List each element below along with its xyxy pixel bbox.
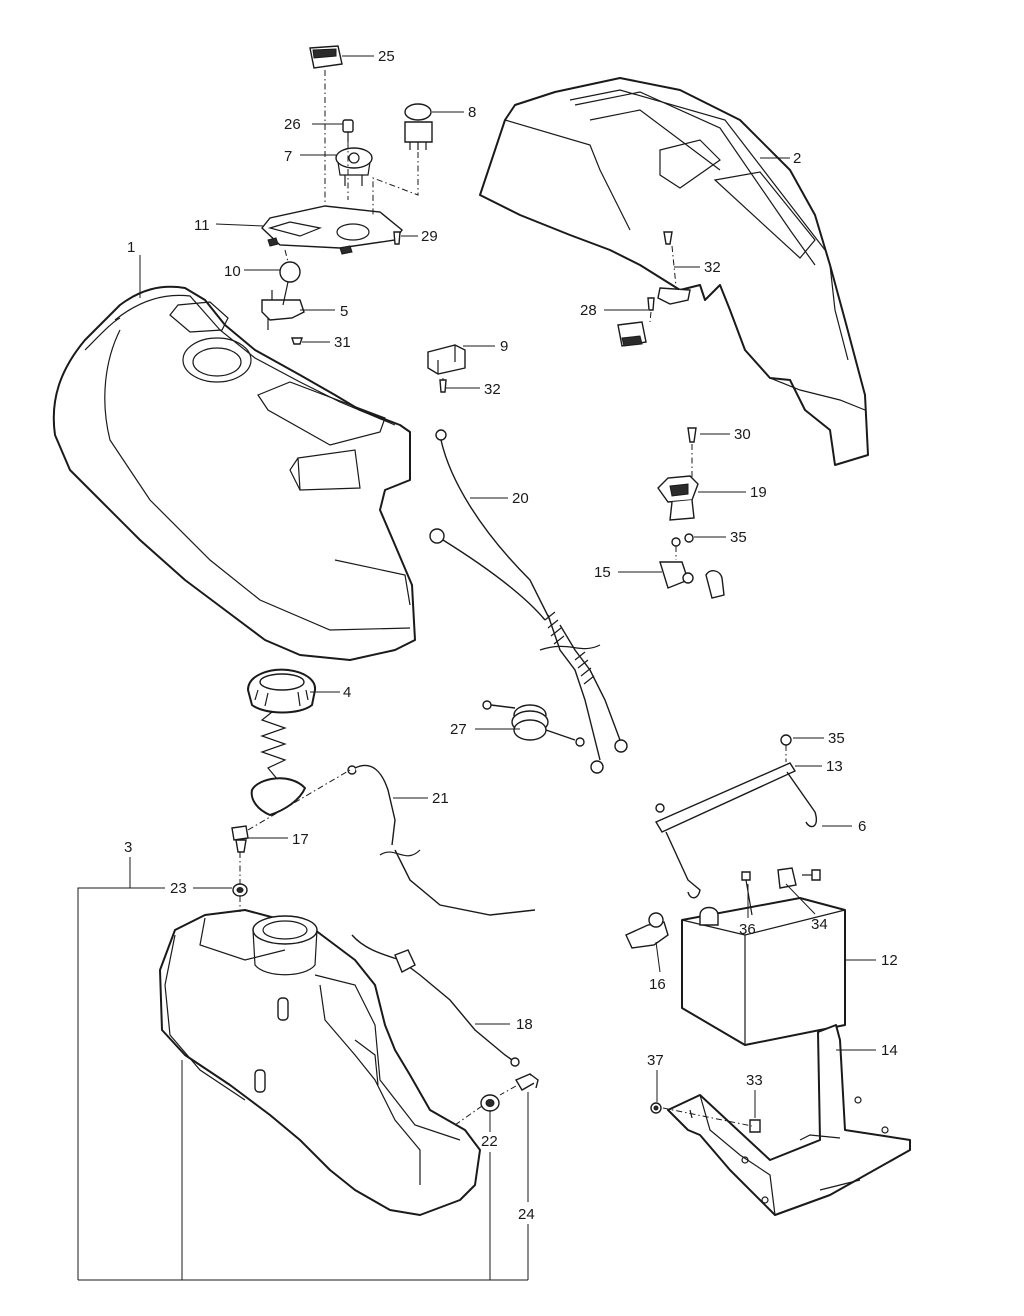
callout-1: 1 (127, 239, 135, 256)
callout-4: 4 (343, 684, 351, 701)
part-13-hold-down-bar (654, 762, 797, 833)
callout-9: 9 (500, 338, 508, 355)
callout-30: 30 (734, 426, 751, 443)
callout-labels: 1 2 3 4 5 6 7 8 9 10 11 12 13 14 15 16 1… (124, 48, 898, 1223)
callout-31: 31 (334, 334, 351, 351)
callout-37: 37 (647, 1052, 664, 1069)
callout-17: 17 (292, 831, 309, 848)
callout-25: 25 (378, 48, 395, 65)
part-24-elbow-fitting (514, 1073, 539, 1091)
part-16-terminal-cover (625, 912, 669, 949)
callout-5: 5 (340, 303, 348, 320)
part-1-left-console-fender (52, 285, 416, 661)
callout-36: 36 (739, 921, 756, 938)
part-36-bolt (741, 871, 753, 916)
callout-29: 29 (421, 228, 438, 245)
part-35-nut-upper (684, 533, 694, 543)
callout-21: 21 (432, 790, 449, 807)
callout-7: 7 (284, 148, 292, 165)
part-21-fuel-hose (347, 764, 536, 916)
part-7-ignition-switch (335, 147, 373, 186)
callout-16: 16 (649, 976, 666, 993)
callout-32b: 32 (484, 381, 501, 398)
callout-3: 3 (124, 839, 132, 856)
part-37-nut (650, 1102, 662, 1114)
callout-20: 20 (512, 490, 529, 507)
part-33-clip (749, 1119, 761, 1133)
part-2-right-console-fender (479, 77, 869, 466)
callout-34: 34 (811, 916, 828, 933)
part-11-dash-panel (261, 205, 403, 255)
callout-19: 19 (750, 484, 767, 501)
callout-32a: 32 (704, 259, 721, 276)
part-17-vent-valve (231, 825, 249, 853)
callout-12: 12 (881, 952, 898, 969)
part-5-lever-bracket (261, 290, 305, 330)
callout-24: 24 (518, 1206, 535, 1223)
part-22-grommet (480, 1094, 500, 1112)
callout-27: 27 (450, 721, 467, 738)
callout-10: 10 (224, 263, 241, 280)
part-32-screw-upper (663, 231, 673, 245)
callout-23: 23 (170, 880, 187, 897)
assembly-dash-lines (239, 70, 787, 1127)
callout-35b: 35 (828, 730, 845, 747)
part-29-screw (393, 231, 401, 245)
callout-6: 6 (858, 818, 866, 835)
part-4-fuel-cap (247, 668, 317, 816)
part-19-fuel-solenoid (657, 475, 699, 521)
part-23-grommet (232, 883, 248, 897)
part-26-key (342, 119, 354, 142)
part-8-pto-switch (404, 103, 433, 150)
callout-26: 26 (284, 116, 301, 133)
part-30-screw (687, 427, 697, 443)
part-10-lever-knob (279, 261, 301, 306)
part-9-relay (427, 344, 466, 375)
part-34-bolt (802, 869, 821, 881)
part-32-screw-lower (439, 379, 447, 393)
part-18-fuel-hose (351, 934, 520, 1067)
callout-18: 18 (516, 1016, 533, 1033)
part-15-fuel-filter (659, 537, 725, 599)
part-20-battery-cables (429, 429, 628, 774)
callout-15: 15 (594, 564, 611, 581)
part-14-battery-tray (667, 1024, 911, 1216)
part-6-j-bolts (665, 771, 817, 899)
part-27-coiled-cable (482, 700, 585, 747)
part-12-battery (681, 867, 846, 1046)
callout-8: 8 (468, 104, 476, 121)
part-25-hour-meter (309, 45, 343, 69)
callout-33: 33 (746, 1072, 763, 1089)
callout-35a: 35 (730, 529, 747, 546)
part-3-fuel-tank (159, 909, 481, 1216)
part-35-nut-lower (780, 734, 792, 746)
callout-13: 13 (826, 758, 843, 775)
callout-14: 14 (881, 1042, 898, 1059)
part-31-screw (291, 337, 303, 345)
part-28-seat-switch (617, 287, 691, 347)
callout-22: 22 (481, 1133, 498, 1150)
callout-28: 28 (580, 302, 597, 319)
callout-11: 11 (194, 217, 210, 234)
leader-lines (77, 55, 876, 1281)
callout-2: 2 (793, 150, 801, 167)
